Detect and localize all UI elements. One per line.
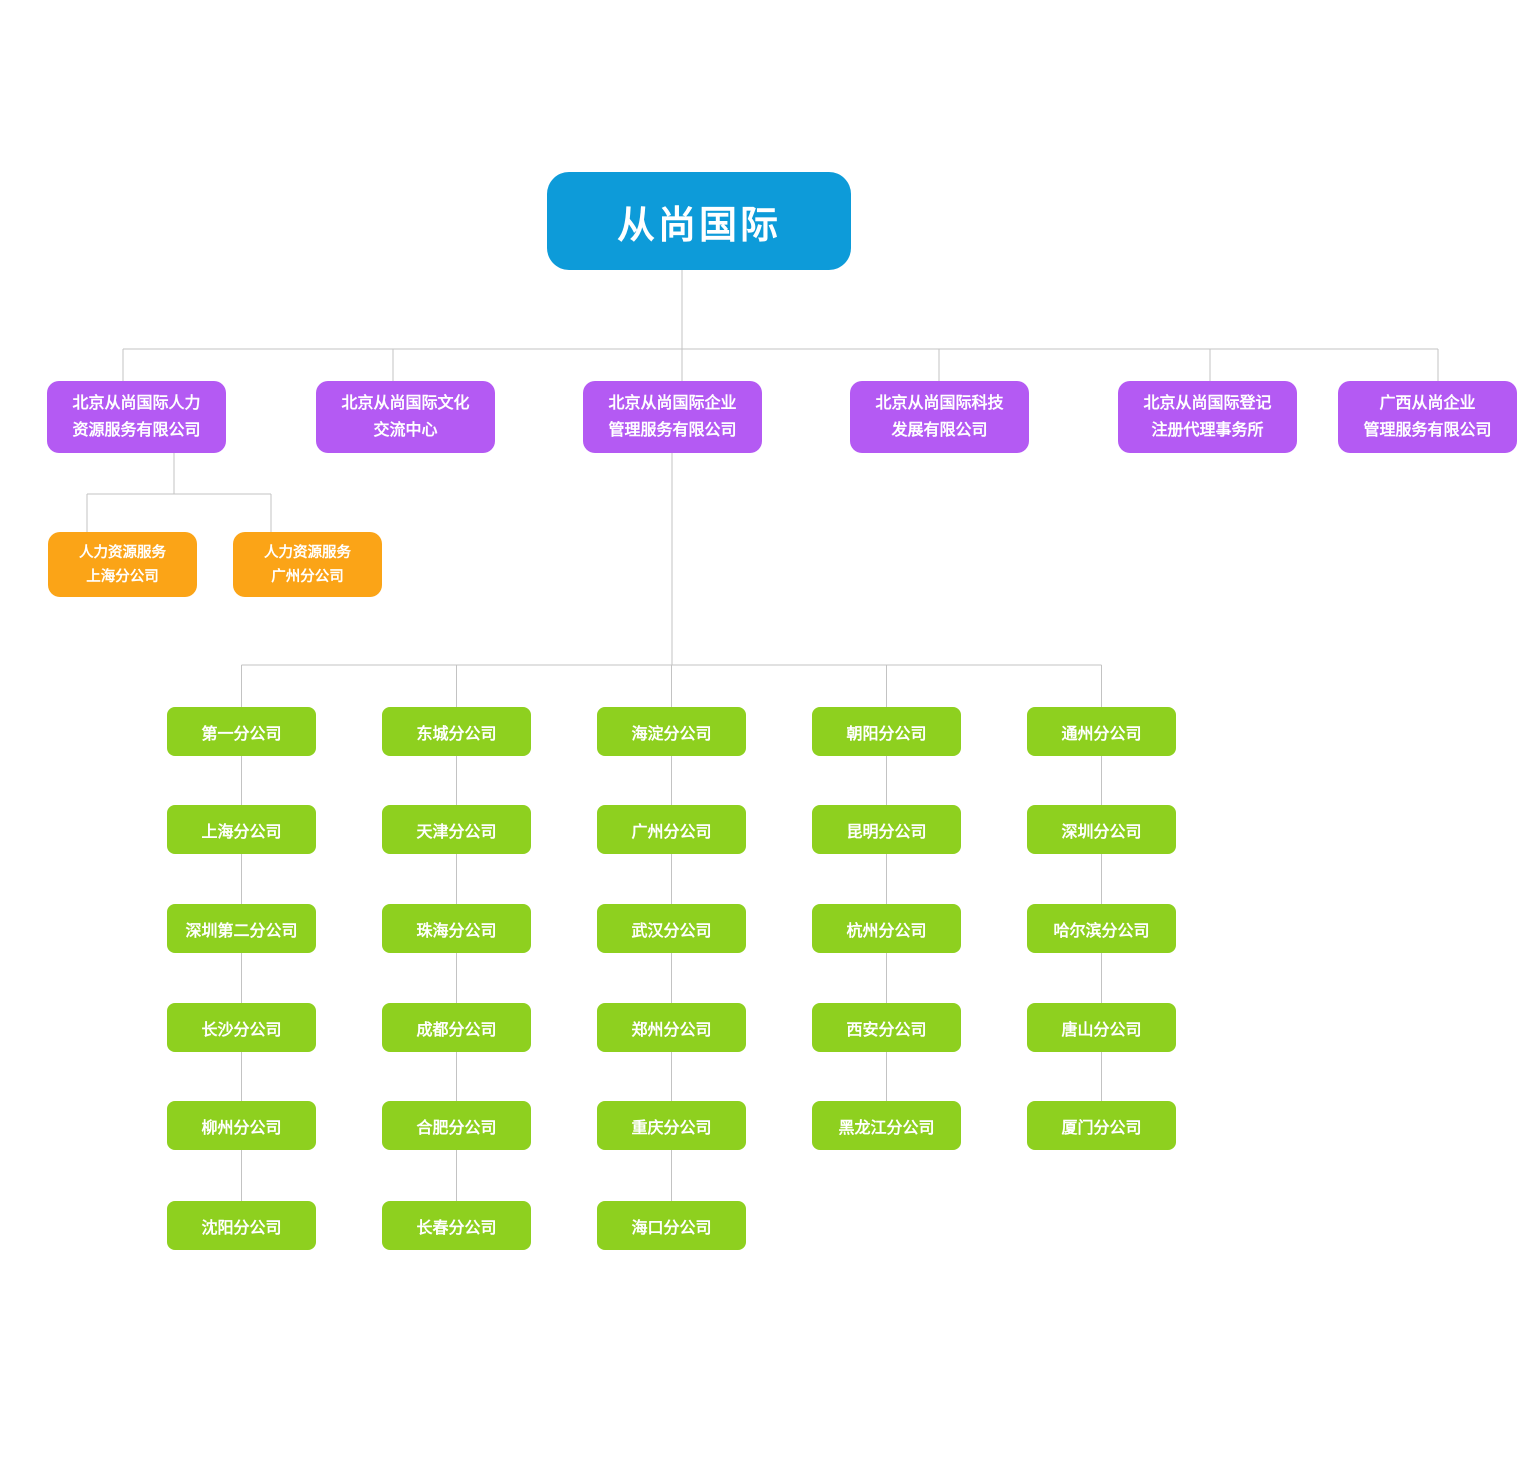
org-node-branch-company: 柳州分公司: [167, 1101, 316, 1150]
node-label-line: 合肥分公司: [416, 1119, 497, 1137]
node-label-line: 人力资源服务: [264, 544, 351, 561]
node-label-line: 成都分公司: [416, 1021, 497, 1039]
org-node-branch-company: 东城分公司: [382, 707, 531, 756]
org-node-branch-company: 杭州分公司: [812, 904, 961, 953]
node-label-line: 第一分公司: [201, 725, 282, 743]
node-label-line: 广州分公司: [271, 568, 344, 585]
org-node-branch-company: 通州分公司: [1027, 707, 1176, 756]
node-label-line: 深圳第二分公司: [185, 922, 298, 940]
org-node-branch-company: 长春分公司: [382, 1201, 531, 1250]
node-label-line: 西安分公司: [846, 1021, 927, 1039]
org-node-branch-company: 天津分公司: [382, 805, 531, 854]
node-label-line: 长沙分公司: [201, 1021, 282, 1039]
node-label-line: 郑州分公司: [631, 1021, 712, 1039]
node-label-line: 武汉分公司: [631, 922, 712, 940]
node-label-line: 人力资源服务: [79, 544, 166, 561]
org-node-branch-company: 朝阳分公司: [812, 707, 961, 756]
node-label-line: 资源服务有限公司: [72, 422, 201, 439]
org-node-branch-company: 西安分公司: [812, 1003, 961, 1052]
org-node-branch-company: 厦门分公司: [1027, 1101, 1176, 1150]
node-label-line: 厦门分公司: [1061, 1119, 1142, 1137]
node-label-line: 上海分公司: [201, 823, 282, 841]
org-node-hr-branch: 人力资源服务上海分公司: [48, 532, 197, 597]
node-label-line: 管理服务有限公司: [1363, 422, 1492, 439]
node-label-line: 杭州分公司: [846, 922, 927, 940]
org-node-branch-company: 昆明分公司: [812, 805, 961, 854]
node-label-line: 北京从尚国际科技: [875, 395, 1004, 412]
node-label-line: 天津分公司: [416, 823, 497, 841]
org-node-branch-company: 黑龙江分公司: [812, 1101, 961, 1150]
node-label-line: 昆明分公司: [846, 823, 927, 841]
node-label-line: 北京从尚国际文化: [341, 395, 470, 412]
org-node-branch-company: 哈尔滨分公司: [1027, 904, 1176, 953]
node-label-line: 发展有限公司: [891, 422, 988, 439]
node-label-line: 东城分公司: [416, 725, 497, 743]
org-node-branch-company: 合肥分公司: [382, 1101, 531, 1150]
org-node-level2-company: 北京从尚国际科技发展有限公司: [850, 381, 1029, 453]
org-node-branch-company: 长沙分公司: [167, 1003, 316, 1052]
node-label-line: 管理服务有限公司: [608, 422, 737, 439]
org-node-branch-company: 深圳分公司: [1027, 805, 1176, 854]
org-node-branch-company: 广州分公司: [597, 805, 746, 854]
node-label-line: 北京从尚国际登记: [1143, 395, 1272, 412]
node-label-line: 通州分公司: [1061, 725, 1142, 743]
node-label-line: 注册代理事务所: [1151, 422, 1264, 439]
node-label-line: 上海分公司: [86, 568, 159, 585]
node-label-line: 深圳分公司: [1061, 823, 1142, 841]
org-node-branch-company: 第一分公司: [167, 707, 316, 756]
org-node-branch-company: 成都分公司: [382, 1003, 531, 1052]
org-node-branch-company: 珠海分公司: [382, 904, 531, 953]
node-label-line: 重庆分公司: [631, 1119, 712, 1137]
node-label-line: 珠海分公司: [416, 922, 497, 940]
node-label-line: 北京从尚国际企业: [608, 395, 737, 412]
node-label-line: 海淀分公司: [631, 725, 712, 743]
node-label-line: 交流中心: [373, 422, 438, 439]
org-node-branch-company: 海口分公司: [597, 1201, 746, 1250]
node-label-line: 海口分公司: [631, 1219, 712, 1237]
org-node-branch-company: 唐山分公司: [1027, 1003, 1176, 1052]
org-node-level2-company: 北京从尚国际企业管理服务有限公司: [583, 381, 762, 453]
org-node-level2-company: 北京从尚国际人力资源服务有限公司: [47, 381, 226, 453]
root-label: 从尚国际: [616, 204, 781, 247]
org-node-branch-company: 深圳第二分公司: [167, 904, 316, 953]
org-node-level2-company: 广西从尚企业管理服务有限公司: [1338, 381, 1517, 453]
node-label-line: 长春分公司: [416, 1219, 497, 1237]
org-node-branch-company: 郑州分公司: [597, 1003, 746, 1052]
org-node-level2-company: 北京从尚国际登记注册代理事务所: [1118, 381, 1297, 453]
org-node-branch-company: 沈阳分公司: [167, 1201, 316, 1250]
node-label-line: 黑龙江分公司: [838, 1119, 935, 1137]
node-label-line: 唐山分公司: [1061, 1021, 1142, 1039]
org-node-branch-company: 上海分公司: [167, 805, 316, 854]
node-label-line: 哈尔滨分公司: [1053, 922, 1150, 940]
org-node-branch-company: 重庆分公司: [597, 1101, 746, 1150]
node-label-line: 广州分公司: [631, 823, 712, 841]
org-node-branch-company: 海淀分公司: [597, 707, 746, 756]
org-node-root: 从尚国际: [547, 172, 851, 270]
node-label-line: 柳州分公司: [201, 1119, 282, 1137]
node-label-line: 沈阳分公司: [201, 1219, 282, 1237]
node-label-line: 广西从尚企业: [1379, 395, 1476, 412]
node-label-line: 朝阳分公司: [846, 725, 927, 743]
org-node-branch-company: 武汉分公司: [597, 904, 746, 953]
node-label-line: 北京从尚国际人力: [72, 395, 201, 412]
org-node-hr-branch: 人力资源服务广州分公司: [233, 532, 382, 597]
org-node-level2-company: 北京从尚国际文化交流中心: [316, 381, 495, 453]
